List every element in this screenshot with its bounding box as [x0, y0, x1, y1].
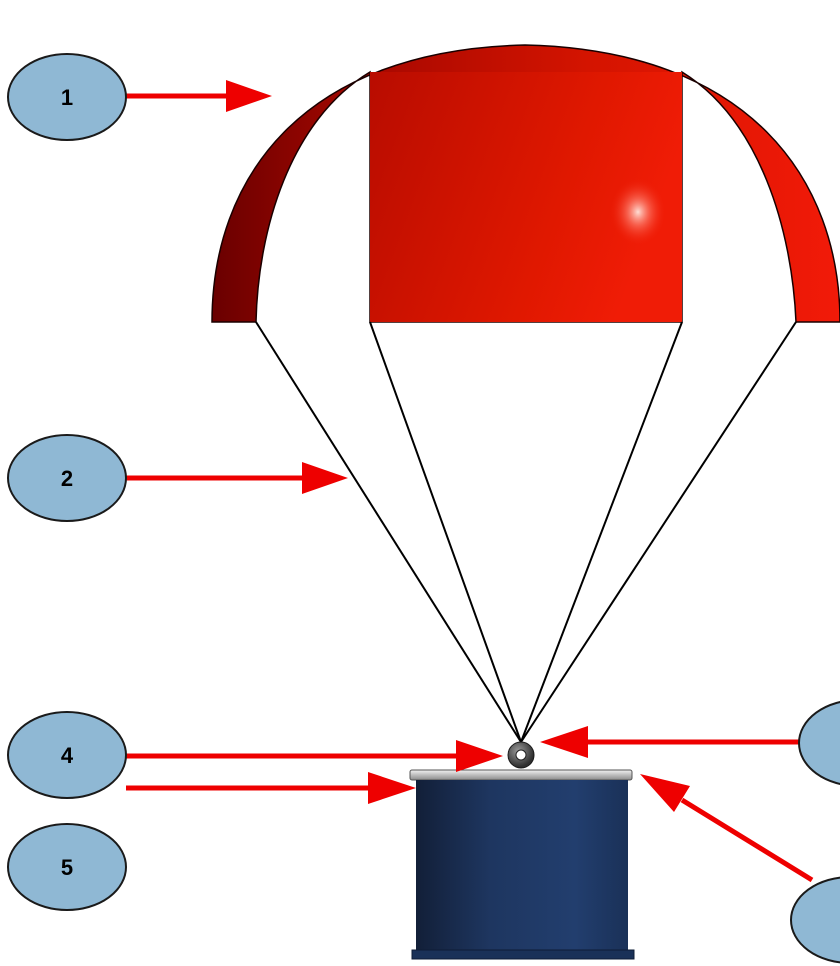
callout-5: 5 — [7, 823, 127, 911]
arrow-6-shaft — [680, 797, 814, 883]
callout-label: 5 — [61, 855, 73, 880]
callout-6 — [790, 876, 840, 964]
swivel-ring — [507, 741, 535, 769]
arrow-6-head — [640, 774, 690, 812]
canister-lid — [409, 769, 633, 781]
canopy — [211, 44, 840, 323]
arrow-3-head — [540, 726, 588, 758]
callout-label: 4 — [61, 743, 74, 768]
arrow-5-head — [368, 772, 416, 804]
arrows — [126, 80, 814, 883]
callout-2: 2 — [7, 434, 127, 522]
arrow-2-head — [302, 462, 348, 494]
canister-body — [416, 780, 628, 958]
canister-base — [411, 949, 635, 960]
suspension-line — [520, 321, 683, 743]
callout-label: 1 — [61, 85, 73, 110]
callout-3 — [798, 701, 840, 785]
payload-canister — [409, 769, 635, 960]
suspension-line — [255, 321, 522, 743]
suspension-lines — [255, 321, 797, 743]
suspension-line — [520, 321, 797, 743]
suspension-line — [369, 321, 522, 743]
callout-1: 1 — [7, 53, 127, 141]
canopy-highlight — [610, 178, 666, 246]
arrow-4-head — [456, 740, 503, 772]
callout-4: 4 — [7, 711, 127, 799]
arrow-1-head — [226, 80, 272, 112]
callout-label: 2 — [61, 466, 73, 491]
